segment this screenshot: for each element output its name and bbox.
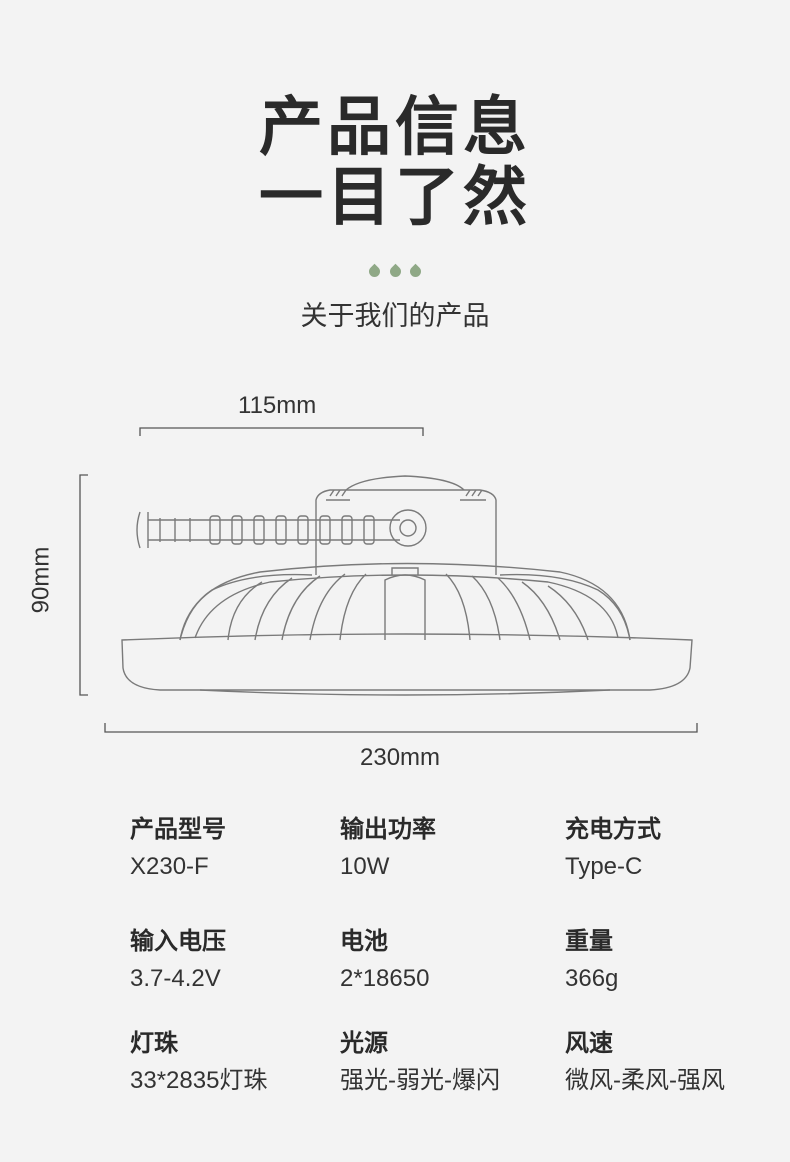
spec-value: Type-C	[565, 853, 643, 880]
spec-label: 光源	[340, 1029, 388, 1057]
spec-value: X230-F	[130, 853, 209, 880]
spec-label: 充电方式	[565, 815, 661, 843]
page-title-line2: 一目了然	[259, 161, 531, 235]
spec-value: 3.7-4.2V	[130, 965, 221, 992]
spec-label: 电池	[340, 927, 388, 955]
spec-value: 强光-弱光-爆闪	[340, 1067, 500, 1094]
spec-label: 产品型号	[130, 815, 226, 843]
dim-line-top	[139, 427, 424, 436]
dim-line-left	[79, 474, 88, 696]
spec-weight: 重量 366g	[565, 924, 785, 996]
spec-charging: 充电方式 Type-C	[565, 812, 785, 884]
dim-width-top: 115mm	[238, 392, 317, 419]
subtitle: 关于我们的产品	[300, 301, 490, 332]
spec-light-mode: 光源 强光-弱光-爆闪	[340, 1026, 560, 1098]
spec-value: 10W	[340, 853, 390, 880]
spec-value: 微风-柔风-强风	[565, 1067, 725, 1094]
spec-power: 输出功率 10W	[340, 812, 560, 884]
product-diagram	[79, 427, 698, 733]
spec-wind-speed: 风速 微风-柔风-强风	[565, 1026, 785, 1098]
dim-width-bottom: 230mm	[360, 744, 441, 771]
spec-label: 输出功率	[340, 815, 436, 843]
spec-label: 风速	[565, 1029, 613, 1057]
dim-line-bottom	[104, 723, 698, 733]
spec-label: 输入电压	[130, 927, 226, 955]
spec-voltage: 输入电压 3.7-4.2V	[130, 924, 350, 996]
spec-label: 灯珠	[130, 1029, 178, 1057]
spec-battery: 电池 2*18650	[340, 924, 560, 996]
spec-value: 2*18650	[340, 965, 430, 992]
spec-value: 33*2835灯珠	[130, 1067, 268, 1094]
page-title: 产品信息	[259, 91, 531, 165]
spec-value: 366g	[565, 965, 619, 992]
spec-model: 产品型号 X230-F	[130, 812, 350, 884]
dim-height: 90mm	[27, 546, 55, 614]
fan-outline	[121, 475, 693, 696]
spec-leds: 灯珠 33*2835灯珠	[130, 1026, 350, 1098]
spec-label: 重量	[565, 927, 613, 955]
